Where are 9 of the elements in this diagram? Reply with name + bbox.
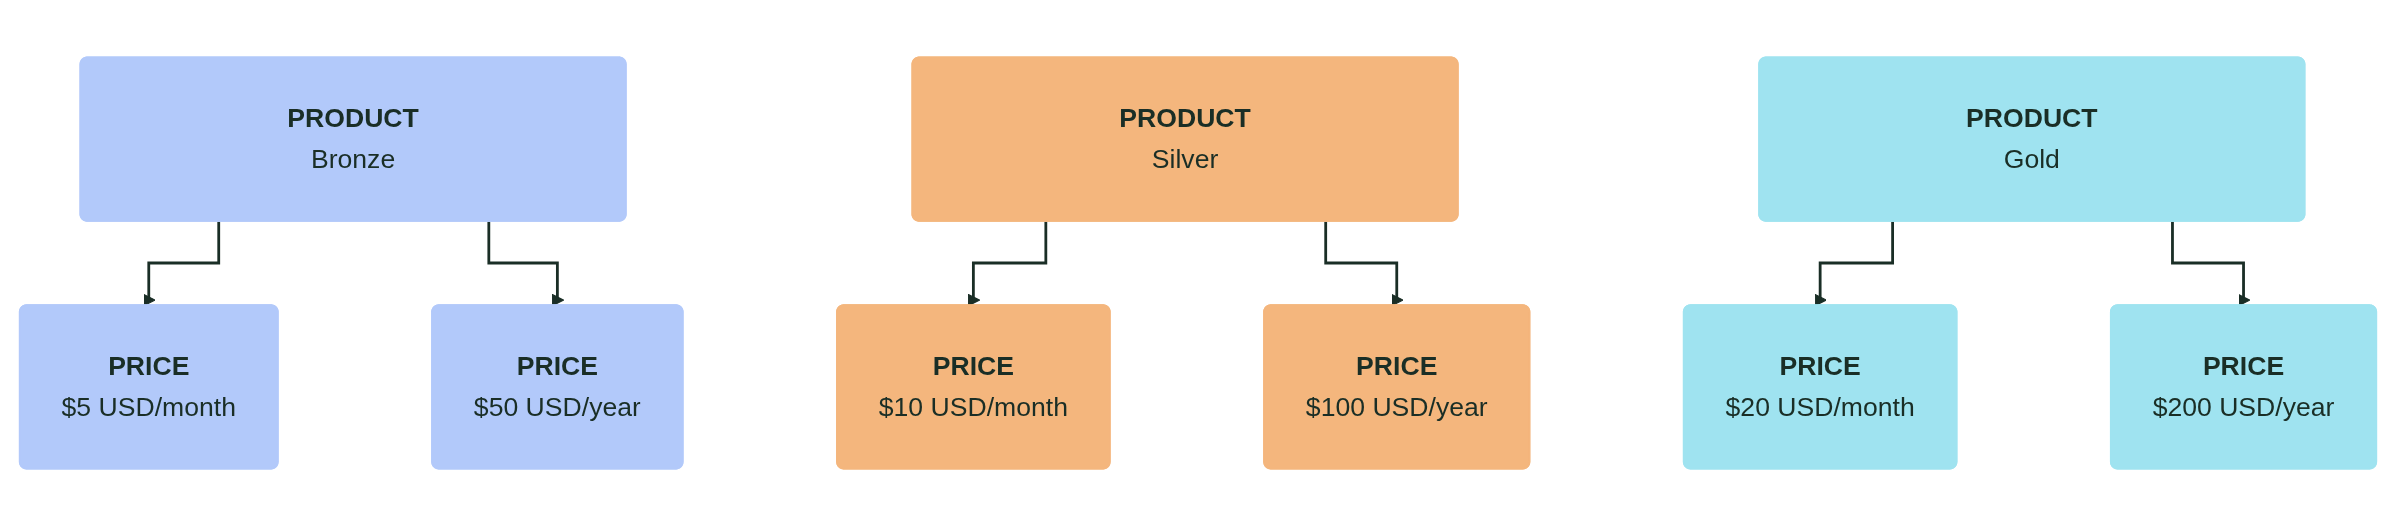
rounded-box: PRICE $200 USD/year (2109, 304, 2378, 470)
rounded-box: PRICE $5 USD/month (18, 304, 279, 470)
rounded-box: PRODUCT Gold (1758, 56, 2306, 222)
rounded-box: PRICE $10 USD/month (836, 304, 1111, 470)
rounded-box: PRICE $20 USD/month (1682, 304, 1958, 470)
rounded-box: PRODUCT Silver (911, 56, 1459, 222)
rounded-box: PRODUCT Bronze (79, 56, 627, 222)
rounded-box: PRICE $100 USD/year (1263, 304, 1531, 470)
rounded-box: PRICE $50 USD/year (431, 304, 684, 470)
